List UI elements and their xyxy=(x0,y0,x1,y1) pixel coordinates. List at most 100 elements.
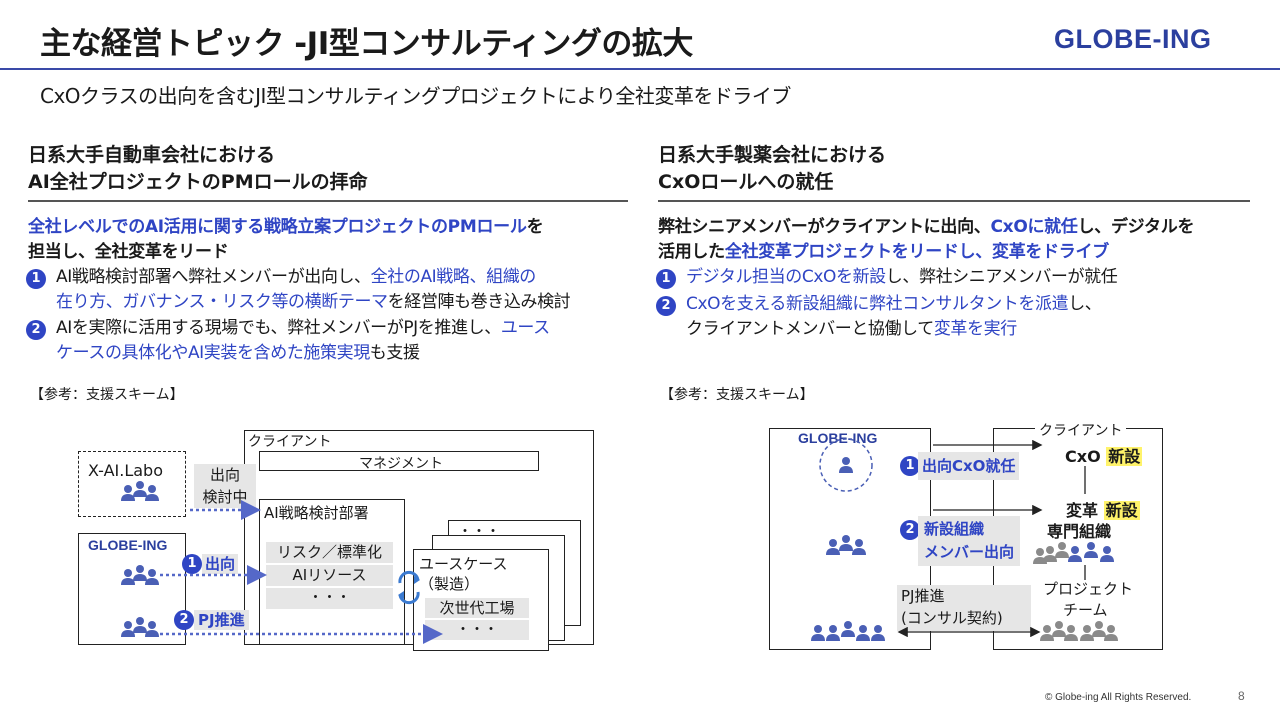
left-point2-line1: AIを実際に活用する現場でも、弊社メンバーがPJを推進し、ユース xyxy=(56,316,550,341)
next-factory-item: 次世代工場 xyxy=(425,598,529,618)
usecase-label-line2: （製造） xyxy=(419,575,480,593)
left-lead-tail: を xyxy=(526,217,544,237)
client-label-right: クライアント xyxy=(1035,420,1127,440)
right-p2-a: CxOを支える新設組織に弊社コンサルタントを派遣 xyxy=(686,294,1069,314)
left-p2-text-a: AIを実際に活用する現場でも、弊社メンバーがPJを推進し、 xyxy=(56,318,501,338)
left-point1-line1: AI戦略検討部署へ弊社メンバーが出向し、全社のAI戦略、組織の xyxy=(56,265,536,290)
project-team-members-icon xyxy=(1040,621,1118,641)
right-p1-b: し、弊社シニアメンバーが就任 xyxy=(885,267,1118,287)
ai-strategy-dept-label: AI戦略検討部署 xyxy=(264,504,369,522)
left-title-line1: 日系大手自動車会社における xyxy=(28,144,276,166)
right-lead-a: 弊社シニアメンバーがクライアントに出向、 xyxy=(658,217,991,237)
right-title-rule xyxy=(658,200,1250,202)
henkaku-label: 変革 xyxy=(1066,501,1099,520)
globe-team-people-icon-2 xyxy=(121,617,159,637)
pj-contract-label: PJ推進 (コンサル契約) xyxy=(897,585,1031,631)
specialist-org-members-icon xyxy=(1033,542,1114,564)
right-p2-d: 変革を実行 xyxy=(933,319,1017,339)
cxo-role: CxO 新設 xyxy=(1065,443,1143,467)
page-title: 主な経営トピック -JI型コンサルティングの拡大 xyxy=(40,26,693,62)
xai-labo-box xyxy=(78,451,186,517)
new-org-dispatch-line2: メンバー出向 xyxy=(924,543,1015,561)
risk-standard-item: リスク／標準化 xyxy=(266,542,393,563)
usecase-label-line1: ユースケース xyxy=(419,555,508,573)
cxo-label: CxO xyxy=(1065,447,1101,466)
right-point1-number: 1 xyxy=(656,269,676,289)
left-p2-text-c: ケースの具体化やAI実装を含めた施策実現 xyxy=(56,343,370,363)
right-p2-c: クライアントメンバーと協働して xyxy=(686,319,934,339)
project-team-label-line2: チーム xyxy=(1063,601,1108,619)
dept-more-item: ・・・ xyxy=(266,588,393,609)
senior-member-icon xyxy=(839,457,853,473)
left-lead-highlight: 全社レベルでのAI活用に関する戦略立案プロジェクトのPMロール xyxy=(28,217,527,237)
right-lead-line2: 活用した全社変革プロジェクトをリードし、変革をドライブ xyxy=(658,240,1109,265)
left-diagram-number1: 1 xyxy=(182,554,202,574)
globe-ing-logo: GLOBE-ING xyxy=(1054,24,1212,54)
usecase-more-item: ・・・ xyxy=(425,620,529,640)
consultant-group-icon xyxy=(826,535,866,555)
right-lead-c: し、デジタルを xyxy=(1077,217,1195,237)
copyright-footer: © Globe-ing All Rights Reserved. xyxy=(1045,692,1192,703)
right-p1-a: デジタル担当のCxOを新設 xyxy=(686,267,886,287)
header-divider xyxy=(0,68,1280,70)
globe-ing-box xyxy=(78,533,186,645)
xai-labo-people-icon xyxy=(121,481,159,501)
sync-icon xyxy=(398,570,420,605)
right-point1-line1: デジタル担当のCxOを新設し、弊社シニアメンバーが就任 xyxy=(686,265,1118,290)
new-org-dispatch-label: 新設組織メンバー出向 xyxy=(918,516,1021,566)
page-number: 8 xyxy=(1238,689,1245,703)
dispatch-arrow-label: 出向 xyxy=(202,554,239,574)
right-point2-line2: クライアントメンバーと協働して変革を実行 xyxy=(686,317,1017,342)
right-diagram-number1: 1 xyxy=(900,456,920,476)
pj-contract-line1: PJ推進 xyxy=(901,587,945,605)
right-diagram-number2: 2 xyxy=(900,520,920,540)
left-lead-line2: 担当し、全社変革をリード xyxy=(28,242,229,262)
right-lead-e: 全社変革プロジェクトをリードし、変革をドライブ xyxy=(724,242,1109,262)
left-p1-text-d: を経営陣も巻き込み検討 xyxy=(387,292,571,312)
cxo-dispatch-label: 出向CxO就任 xyxy=(918,452,1020,480)
left-point2-line2: ケースの具体化やAI実装を含めた施策実現も支援 xyxy=(56,341,420,366)
right-point2-line1: CxOを支える新設組織に弊社コンサルタントを派遣し、 xyxy=(686,292,1102,317)
left-reference-label: 【参考：支援スキーム】 xyxy=(30,387,184,403)
left-p1-text-a: AI戦略検討部署へ弊社メンバーが出向し、 xyxy=(56,267,371,287)
pj-contract-line2: (コンサル契約) xyxy=(901,609,1003,627)
cxo-candidate-circle xyxy=(819,438,873,492)
left-point1-number: 1 xyxy=(26,269,46,289)
project-members-icon xyxy=(811,621,885,641)
right-p2-b: し、 xyxy=(1068,294,1102,314)
right-title-line1: 日系大手製薬会社における xyxy=(658,144,887,166)
ai-resource-item: AIリソース xyxy=(266,565,393,586)
shukko-pending-line2: 検討中 xyxy=(202,488,248,506)
left-p2-text-d: も支援 xyxy=(369,343,420,363)
left-lead-line1: 全社レベルでのAI活用に関する戦略立案プロジェクトのPMロールを xyxy=(28,215,544,240)
left-p2-text-b: ユース xyxy=(500,318,550,338)
left-title-rule xyxy=(28,200,628,202)
left-point2-number: 2 xyxy=(26,320,46,340)
page-subtitle: CxOクラスの出向を含むJI型コンサルティングプロジェクトにより全社変革をドライ… xyxy=(40,84,791,108)
left-point1-line2: 在り方、ガバナンス・リスク等の横断テーマを経営陣も巻き込み検討 xyxy=(56,290,571,315)
left-p1-text-b: 全社のAI戦略、組織の xyxy=(370,267,537,287)
henkaku-new-badge: 新設 xyxy=(1103,501,1140,520)
transformation-role: 変革 新設 xyxy=(1066,497,1140,521)
right-reference-label: 【参考：支援スキーム】 xyxy=(660,387,814,403)
specialist-org-label: 専門組織 xyxy=(1047,522,1112,541)
right-lead-d: 活用した xyxy=(658,242,725,262)
left-diagram-number2: 2 xyxy=(174,610,194,630)
project-team-label-line1: プロジェクト xyxy=(1043,580,1134,598)
new-org-dispatch-line1: 新設組織 xyxy=(924,520,985,538)
management-label: マネジメント xyxy=(359,456,443,472)
client-label: クライアント xyxy=(248,434,332,450)
right-point2-number: 2 xyxy=(656,296,676,316)
right-lead-b: CxOに就任 xyxy=(990,217,1078,237)
right-title-line2: CxOロールへの就任 xyxy=(658,171,834,193)
left-p1-text-c: 在り方、ガバナンス・リスク等の横断テーマ xyxy=(56,292,388,312)
pj-promotion-arrow-label: PJ推進 xyxy=(194,610,249,630)
shukko-pending-line1: 出向 xyxy=(209,466,240,484)
left-title-line2: AI全社プロジェクトのPMロールの拝命 xyxy=(28,171,368,193)
globe-ing-box-logo: GLOBE-ING xyxy=(88,537,168,553)
xai-labo-label: X-AI.Labo xyxy=(88,461,163,480)
cxo-new-badge: 新設 xyxy=(1106,447,1143,466)
right-lead-line1: 弊社シニアメンバーがクライアントに出向、CxOに就任し、デジタルを xyxy=(658,215,1194,240)
globe-team-people-icon-1 xyxy=(121,565,159,585)
